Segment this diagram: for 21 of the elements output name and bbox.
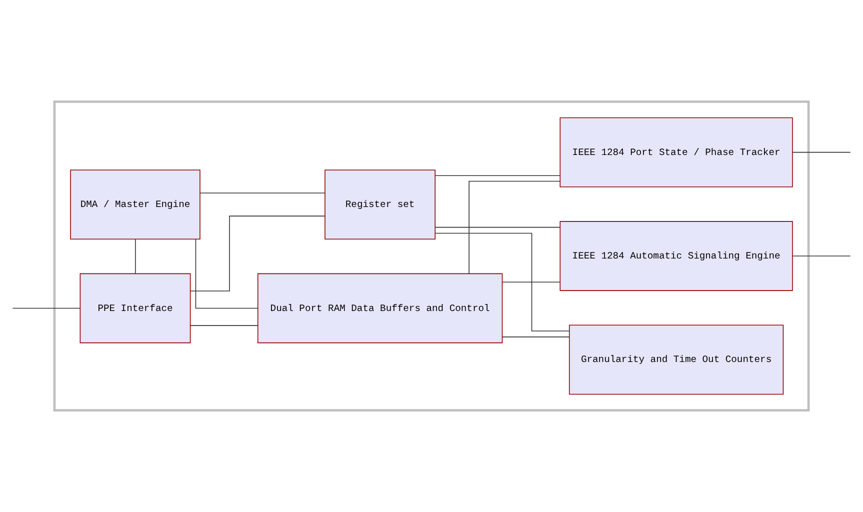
- node-box: DMA / Master Engine: [70, 170, 200, 240]
- connector: [200, 192, 326, 194]
- node-box: Granularity and Time Out Counters: [568, 324, 784, 395]
- connector: [434, 232, 570, 332]
- cluster: [53, 100, 810, 412]
- node-box: Register set: [324, 170, 436, 240]
- connector: [468, 180, 560, 274]
- connector: [135, 239, 136, 274]
- connector: [435, 175, 560, 176]
- node-box: PPE Interface: [80, 273, 191, 344]
- connector: [792, 152, 851, 153]
- connector: [190, 216, 326, 292]
- connector: [12, 308, 81, 309]
- node-box: IEEE 1284 Port State / Phase Tracker: [560, 117, 793, 188]
- node-box: IEEE 1284 Automatic Signaling Engine: [560, 221, 793, 291]
- connector: [190, 325, 258, 326]
- connector: [435, 226, 560, 228]
- connector: [195, 238, 258, 309]
- connector: [502, 336, 570, 338]
- connector: [502, 282, 560, 283]
- node-box: Dual Port RAM Data Buffers and Control: [257, 273, 503, 344]
